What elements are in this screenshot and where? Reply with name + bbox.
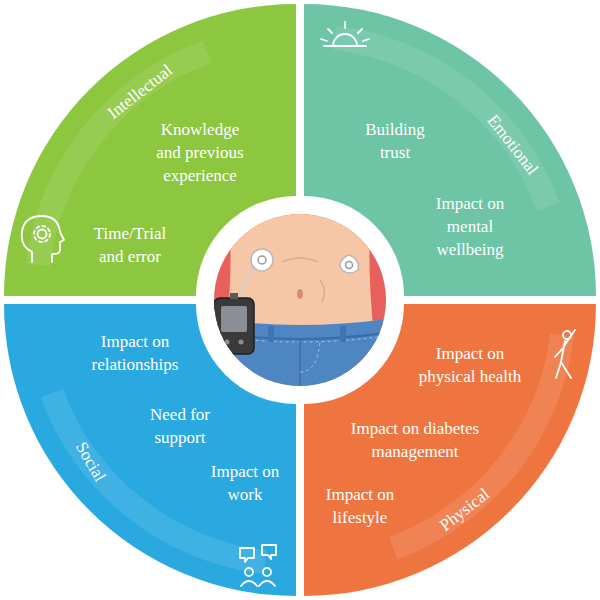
segment-item: Building trust [355, 118, 435, 164]
insulin-pump [214, 298, 254, 354]
quadrant-segment: IntellectualKnowledge and previous exper… [0, 0, 300, 300]
quadrant-icon [22, 216, 64, 262]
navel [297, 289, 303, 299]
quadrant-fill [304, 304, 596, 596]
quadrant-icon [555, 330, 575, 378]
quadrant-icon [240, 545, 276, 586]
quadrant-fill [304, 4, 596, 296]
segment-item: Knowledge and previous experience [150, 118, 250, 187]
quadrant-group [4, 4, 296, 296]
sensor-core [346, 262, 353, 269]
sun-icon [321, 22, 369, 46]
segment-item: Impact on mental wellbeing [423, 192, 518, 261]
quadrant-segment: EmotionalBuilding trustImpact on mental … [300, 0, 600, 300]
gear-teeth [34, 226, 50, 242]
pump-button [239, 340, 244, 345]
quadrant-band [40, 389, 266, 574]
quadrant-segment: SocialImpact on relationshipsNeed for su… [0, 300, 300, 600]
segment-item: Impact on work [203, 460, 288, 506]
skin-shade [320, 280, 325, 302]
center-ring [200, 200, 400, 400]
quadrant-segment: PhysicalImpact on physical healthImpact … [300, 300, 600, 600]
stretch-icon [555, 330, 575, 378]
belly-illustration [200, 200, 400, 400]
sensor-core [258, 256, 266, 264]
gear-icon [38, 230, 47, 239]
people-icon [263, 568, 271, 576]
people-icon [245, 568, 253, 576]
quadrant-group [304, 304, 596, 596]
pump-clip [230, 293, 238, 299]
segment-item: Time/Trial and error [85, 222, 175, 268]
speech-bubble [240, 545, 276, 562]
pump-tube [240, 266, 256, 300]
head-icon [22, 216, 64, 262]
quadrant-fill [4, 4, 296, 296]
sensor-patch [340, 255, 358, 273]
segment-item: Impact on diabetes management [345, 417, 485, 463]
quadrant-fill [4, 304, 296, 596]
quadrant-group [304, 4, 596, 296]
people-icon [241, 581, 275, 586]
segment-item: Need for support [130, 403, 230, 449]
quadrant-band [334, 26, 560, 211]
segment-item: Impact on relationships [80, 330, 190, 376]
skin-shade [282, 258, 318, 262]
jeans-fly [299, 338, 301, 400]
pump-screen [221, 306, 247, 332]
sensor-patch [251, 249, 273, 271]
pump-button [225, 340, 230, 345]
quadrant-icon [321, 22, 369, 46]
belt-loop [340, 326, 346, 342]
segment-item: Impact on physical health [410, 342, 530, 388]
belt-loop [268, 326, 274, 342]
segment-item: Impact on lifestyle [318, 483, 403, 529]
fly-stitch [300, 340, 320, 372]
quadrant-group [4, 304, 296, 596]
